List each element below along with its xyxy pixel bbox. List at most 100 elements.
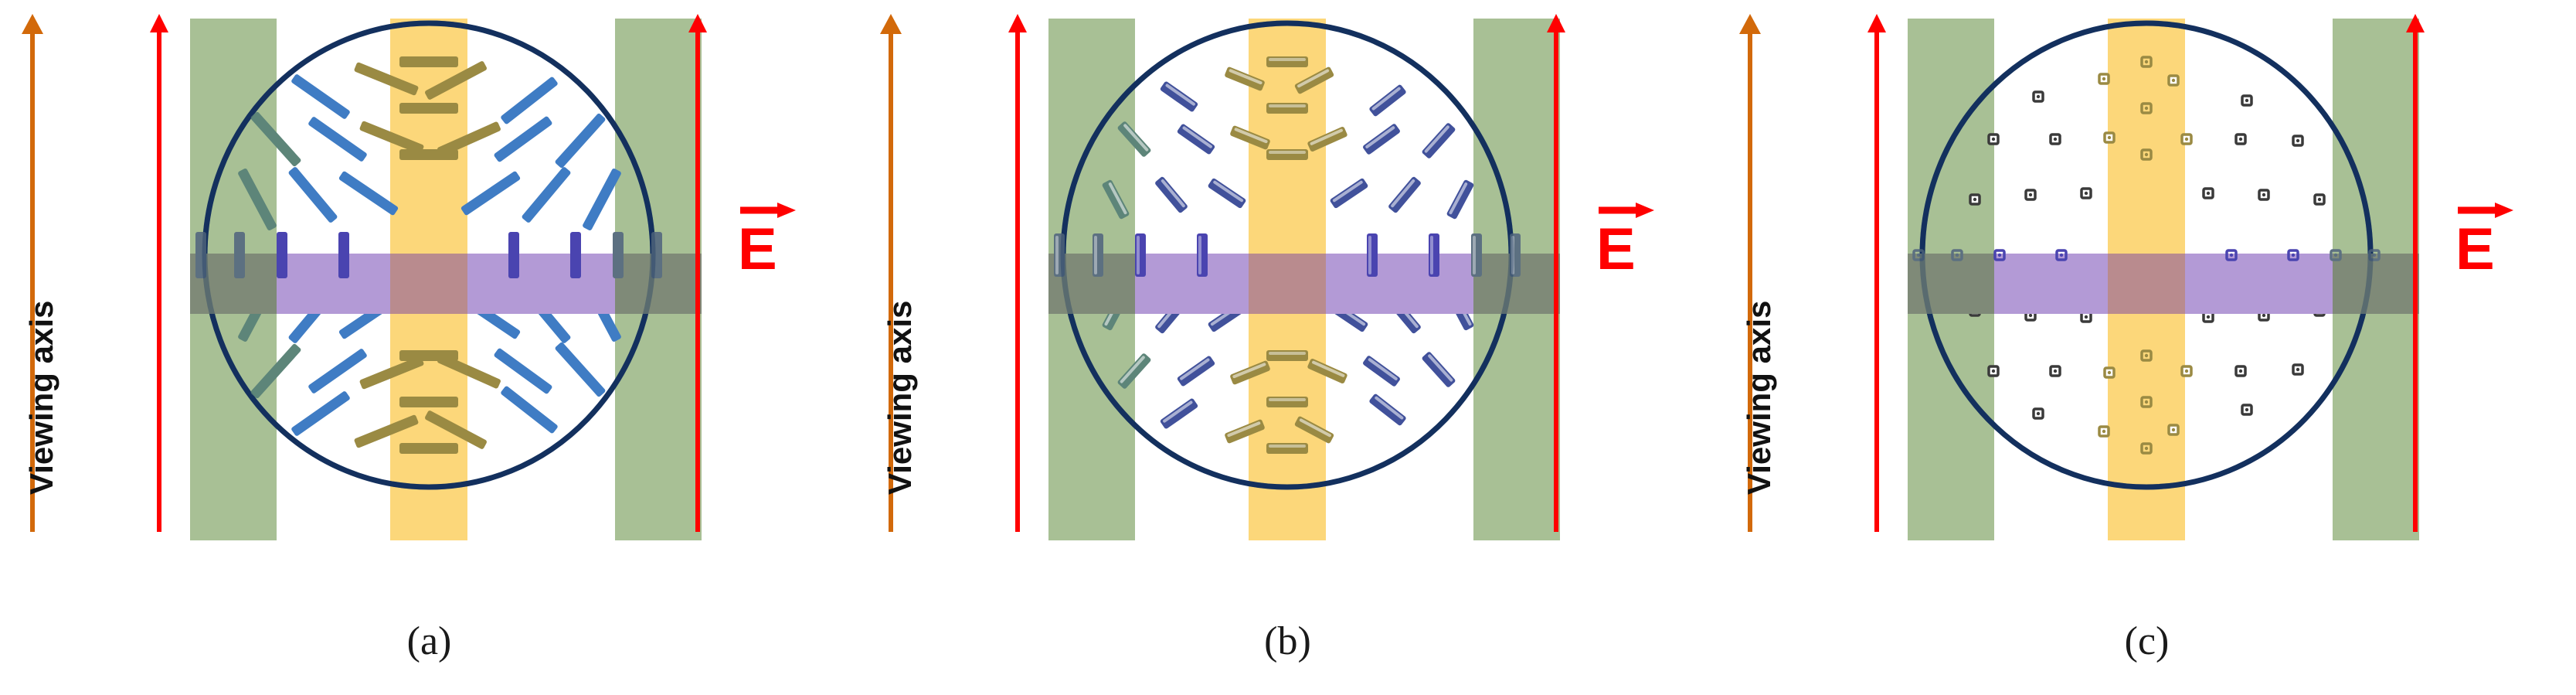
director-dot [1969, 193, 1981, 206]
director-rod [1225, 66, 1265, 91]
director-dot [2180, 365, 2193, 377]
director-dot-center [2368, 249, 2381, 261]
purple-yellow-overlap-a [390, 254, 467, 314]
director-dot [2292, 135, 2304, 147]
field-vector-arrow-b [1599, 203, 1654, 218]
director-dot [2024, 189, 2037, 201]
director-rod [238, 169, 277, 230]
director-rod [1117, 353, 1151, 389]
director-rod-center [508, 232, 519, 278]
director-dot [2313, 193, 2326, 206]
yellow-band-rod [399, 103, 458, 114]
purple-band-group-b [1048, 233, 1560, 314]
field-arrow-left-c [1867, 14, 1886, 532]
director-dot [2167, 74, 2180, 87]
director-rod [1307, 126, 1347, 152]
director-rod [359, 356, 424, 390]
director-rod [1102, 179, 1130, 220]
field-vector-arrow-a [740, 203, 796, 218]
director-rod [1330, 178, 1368, 209]
viewing-axis-arrow-a [22, 14, 43, 532]
director-dot [2098, 73, 2110, 85]
director-rod [583, 169, 621, 230]
director-rod [494, 348, 552, 394]
director-rod [1177, 124, 1215, 155]
director-rod-center [1367, 233, 1378, 277]
director-rod [288, 167, 338, 223]
director-rod [1208, 178, 1246, 209]
field-arrow-right-a [688, 14, 707, 532]
director-dot [2103, 366, 2116, 379]
field-arrow-left-b [1008, 14, 1027, 532]
director-rod [354, 62, 419, 96]
panel-diagram-c [1739, 14, 2513, 540]
director-rod [437, 353, 501, 389]
panel-diagram-a [22, 14, 796, 540]
director-dot [2167, 424, 2180, 436]
yellow-band-rod [1266, 103, 1308, 114]
panel-caption-c: (c) [2124, 619, 2170, 663]
director-rod [1363, 124, 1400, 155]
director-rod [250, 343, 301, 399]
director-dot [1987, 365, 2000, 377]
director-rod-center [234, 232, 245, 278]
director-rod-center [1471, 233, 1482, 277]
director-rod [1177, 356, 1215, 387]
viewing-axis-arrow-b [880, 14, 902, 532]
panel-diagram-b [880, 14, 1654, 540]
director-rod-center [651, 232, 662, 278]
yellow-band-rod [1266, 397, 1308, 407]
director-rod [555, 113, 606, 169]
yellow-band-dot [2140, 442, 2153, 455]
director-rod [494, 116, 552, 162]
director-rod-center [277, 232, 287, 278]
director-dot [1987, 133, 2000, 145]
viewing-axis-arrow-c [1739, 14, 1761, 532]
cell-boundary-circle-overlay-b [1060, 20, 1514, 490]
director-rod [1369, 393, 1406, 426]
director-rod-center [613, 232, 624, 278]
director-dot [2258, 189, 2270, 201]
director-rod-center [1429, 233, 1439, 277]
director-rod [308, 117, 367, 162]
director-rod [1446, 179, 1474, 220]
director-rod [1230, 125, 1270, 150]
director-rod [1369, 84, 1406, 117]
director-dot [2202, 311, 2214, 323]
director-dot [2234, 365, 2247, 377]
director-dot [2049, 365, 2061, 377]
director-rod [359, 121, 424, 155]
yellow-band-dot [2140, 396, 2153, 408]
director-field-c [1969, 73, 2326, 438]
director-rod [1422, 123, 1456, 158]
cell-boundary-circle-overlay-c [1919, 20, 2374, 490]
viewing-axis-label-c: Viewing axis [1741, 300, 1777, 495]
director-rod [425, 411, 487, 449]
director-dot [2241, 404, 2253, 416]
yellow-band-rod [1266, 350, 1308, 361]
viewing-axis-label-a: Viewing axis [23, 300, 59, 495]
director-dot-center [2330, 249, 2342, 261]
director-rod [425, 61, 487, 100]
director-dot-center [1912, 249, 1925, 261]
director-rod [1388, 176, 1421, 213]
director-rod [501, 77, 558, 124]
director-dot [2103, 131, 2116, 144]
director-dot-center [2287, 249, 2299, 261]
director-dot-center [2055, 249, 2068, 261]
director-rod-center [1054, 233, 1065, 277]
field-arrow-left-a [150, 14, 168, 532]
yellow-band-rod [1266, 443, 1308, 454]
director-rod [338, 171, 399, 216]
purple-green-overlap-left-c [1908, 254, 1994, 314]
director-rod [1160, 398, 1198, 429]
field-arrow-right-b [1547, 14, 1565, 532]
director-dot [2202, 187, 2214, 199]
yellow-band-dot [2140, 102, 2153, 114]
purple-band-group-a [190, 232, 702, 314]
director-rod [1230, 360, 1270, 385]
